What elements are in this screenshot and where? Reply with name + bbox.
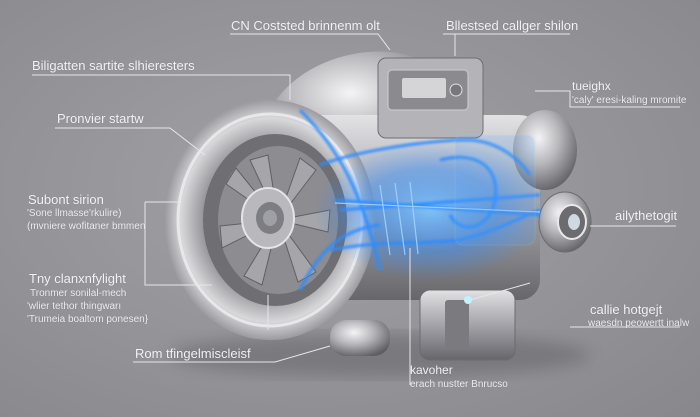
label-left-lower-line-2: 'wlier tethor thingwarı	[27, 301, 122, 312]
label-left-center-title: Subont sirion	[28, 192, 104, 207]
label-top-right: Bllestsed callger shilon	[446, 18, 579, 33]
leader-line-top-center	[230, 33, 391, 51]
label-left-lower-line-3: 'Trumeia boaltom ponesen}	[27, 314, 149, 325]
label-right-lower-title: callie hotgejt	[590, 302, 663, 317]
label-bottom-center-title: kavoher	[410, 363, 453, 377]
label-left-mid: Pronvier startw	[57, 111, 144, 126]
label-right-lower-subtitle: waesdn peowertt inalw	[588, 318, 690, 329]
label-left-center-line-1: 'Sone llmasse'rkulire)	[27, 208, 122, 219]
label-right-upper-subtitle: 'caly' eresi-kaling mromite	[572, 95, 687, 106]
label-right-center: ailythetogit	[615, 208, 678, 223]
label-left-lower-title: Tny clanxnfylight	[29, 271, 126, 286]
label-top-center: CN Coststed brinnenm olt	[231, 18, 380, 33]
label-left-center-line-2: (mvniere wofitaner bmmen	[27, 221, 146, 232]
label-left-lower-line-1: Tronmer sonilal-mech	[30, 288, 127, 299]
label-bottom-left: Rom tfingelmiscleisf	[135, 346, 251, 361]
label-right-upper-title: tueighx	[572, 79, 611, 93]
label-upper-left: Biligatten sartite slhieresters	[32, 58, 195, 73]
label-bottom-center-subtitle: erach nustter Bnrucso	[410, 379, 508, 390]
